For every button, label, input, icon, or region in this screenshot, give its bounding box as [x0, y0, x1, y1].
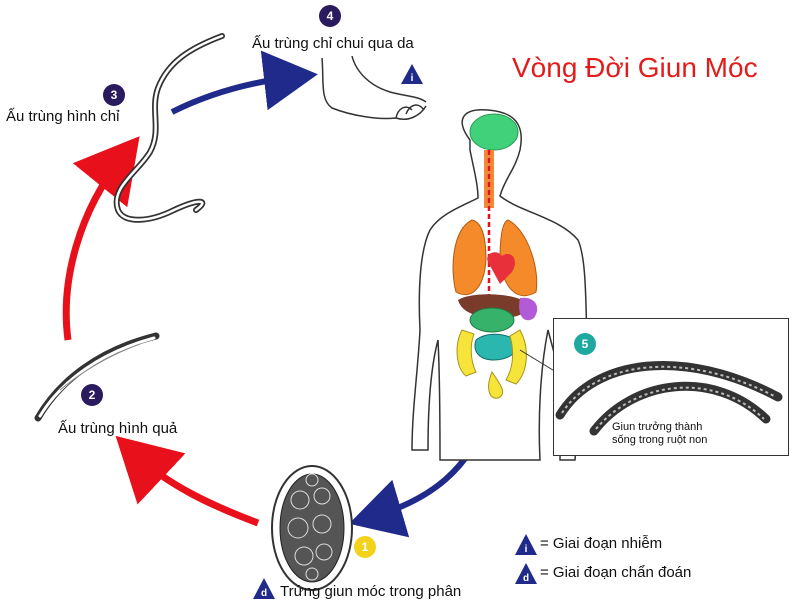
legend-infective-label: = Giai đoạn nhiễm	[540, 535, 663, 552]
adult-worm-caption-line1: Giun trưởng thành	[612, 421, 703, 433]
stage3-label: Ấu trùng hình chỉ	[6, 108, 120, 125]
svg-text:i: i	[525, 544, 528, 555]
arrow-rhabditiform-to-filariform	[62, 136, 140, 341]
arrow-egg-to-rhabditiform	[115, 435, 260, 527]
diagram-title: Vòng Đời Giun Móc	[512, 52, 758, 83]
svg-text:d: d	[523, 573, 529, 584]
filariform-larva-drawing	[113, 33, 225, 223]
stage4-label: Ấu trùng chỉ chui qua da	[252, 35, 414, 52]
step-number-4: 4	[319, 5, 341, 27]
step-number-1: 1	[354, 536, 376, 558]
human-body-drawing	[411, 109, 589, 461]
adult-worms-drawing	[555, 361, 783, 436]
svg-text:d: d	[261, 588, 267, 599]
stage1-label: Trứng giun móc trong phân	[280, 583, 462, 600]
egg-drawing	[271, 465, 353, 591]
step-number-2: 2	[81, 384, 103, 406]
adult-worm-inset: 5 Giun trưởng thành sống trong ruột non	[553, 318, 789, 456]
step-number-3: 3	[103, 84, 125, 106]
adult-worm-caption-line2: sống trong ruột non	[612, 434, 708, 446]
legend-infective-icon: i	[515, 534, 537, 555]
step-number-5: 5	[574, 333, 596, 355]
infective-marker-stage4: i	[399, 64, 425, 84]
arrow-filariform-to-skin	[170, 50, 318, 115]
rhabditiform-larva-drawing	[34, 332, 160, 422]
legend-diagnostic-label: = Giai đoạn chẩn đoán	[540, 564, 692, 581]
legend-diagnostic-icon: d	[515, 563, 537, 584]
svg-text:i: i	[411, 73, 414, 84]
foot-drawing	[321, 55, 427, 120]
diagnostic-marker-stage1: d	[253, 578, 275, 599]
stage2-label: Ấu trùng hình quả	[58, 420, 178, 437]
